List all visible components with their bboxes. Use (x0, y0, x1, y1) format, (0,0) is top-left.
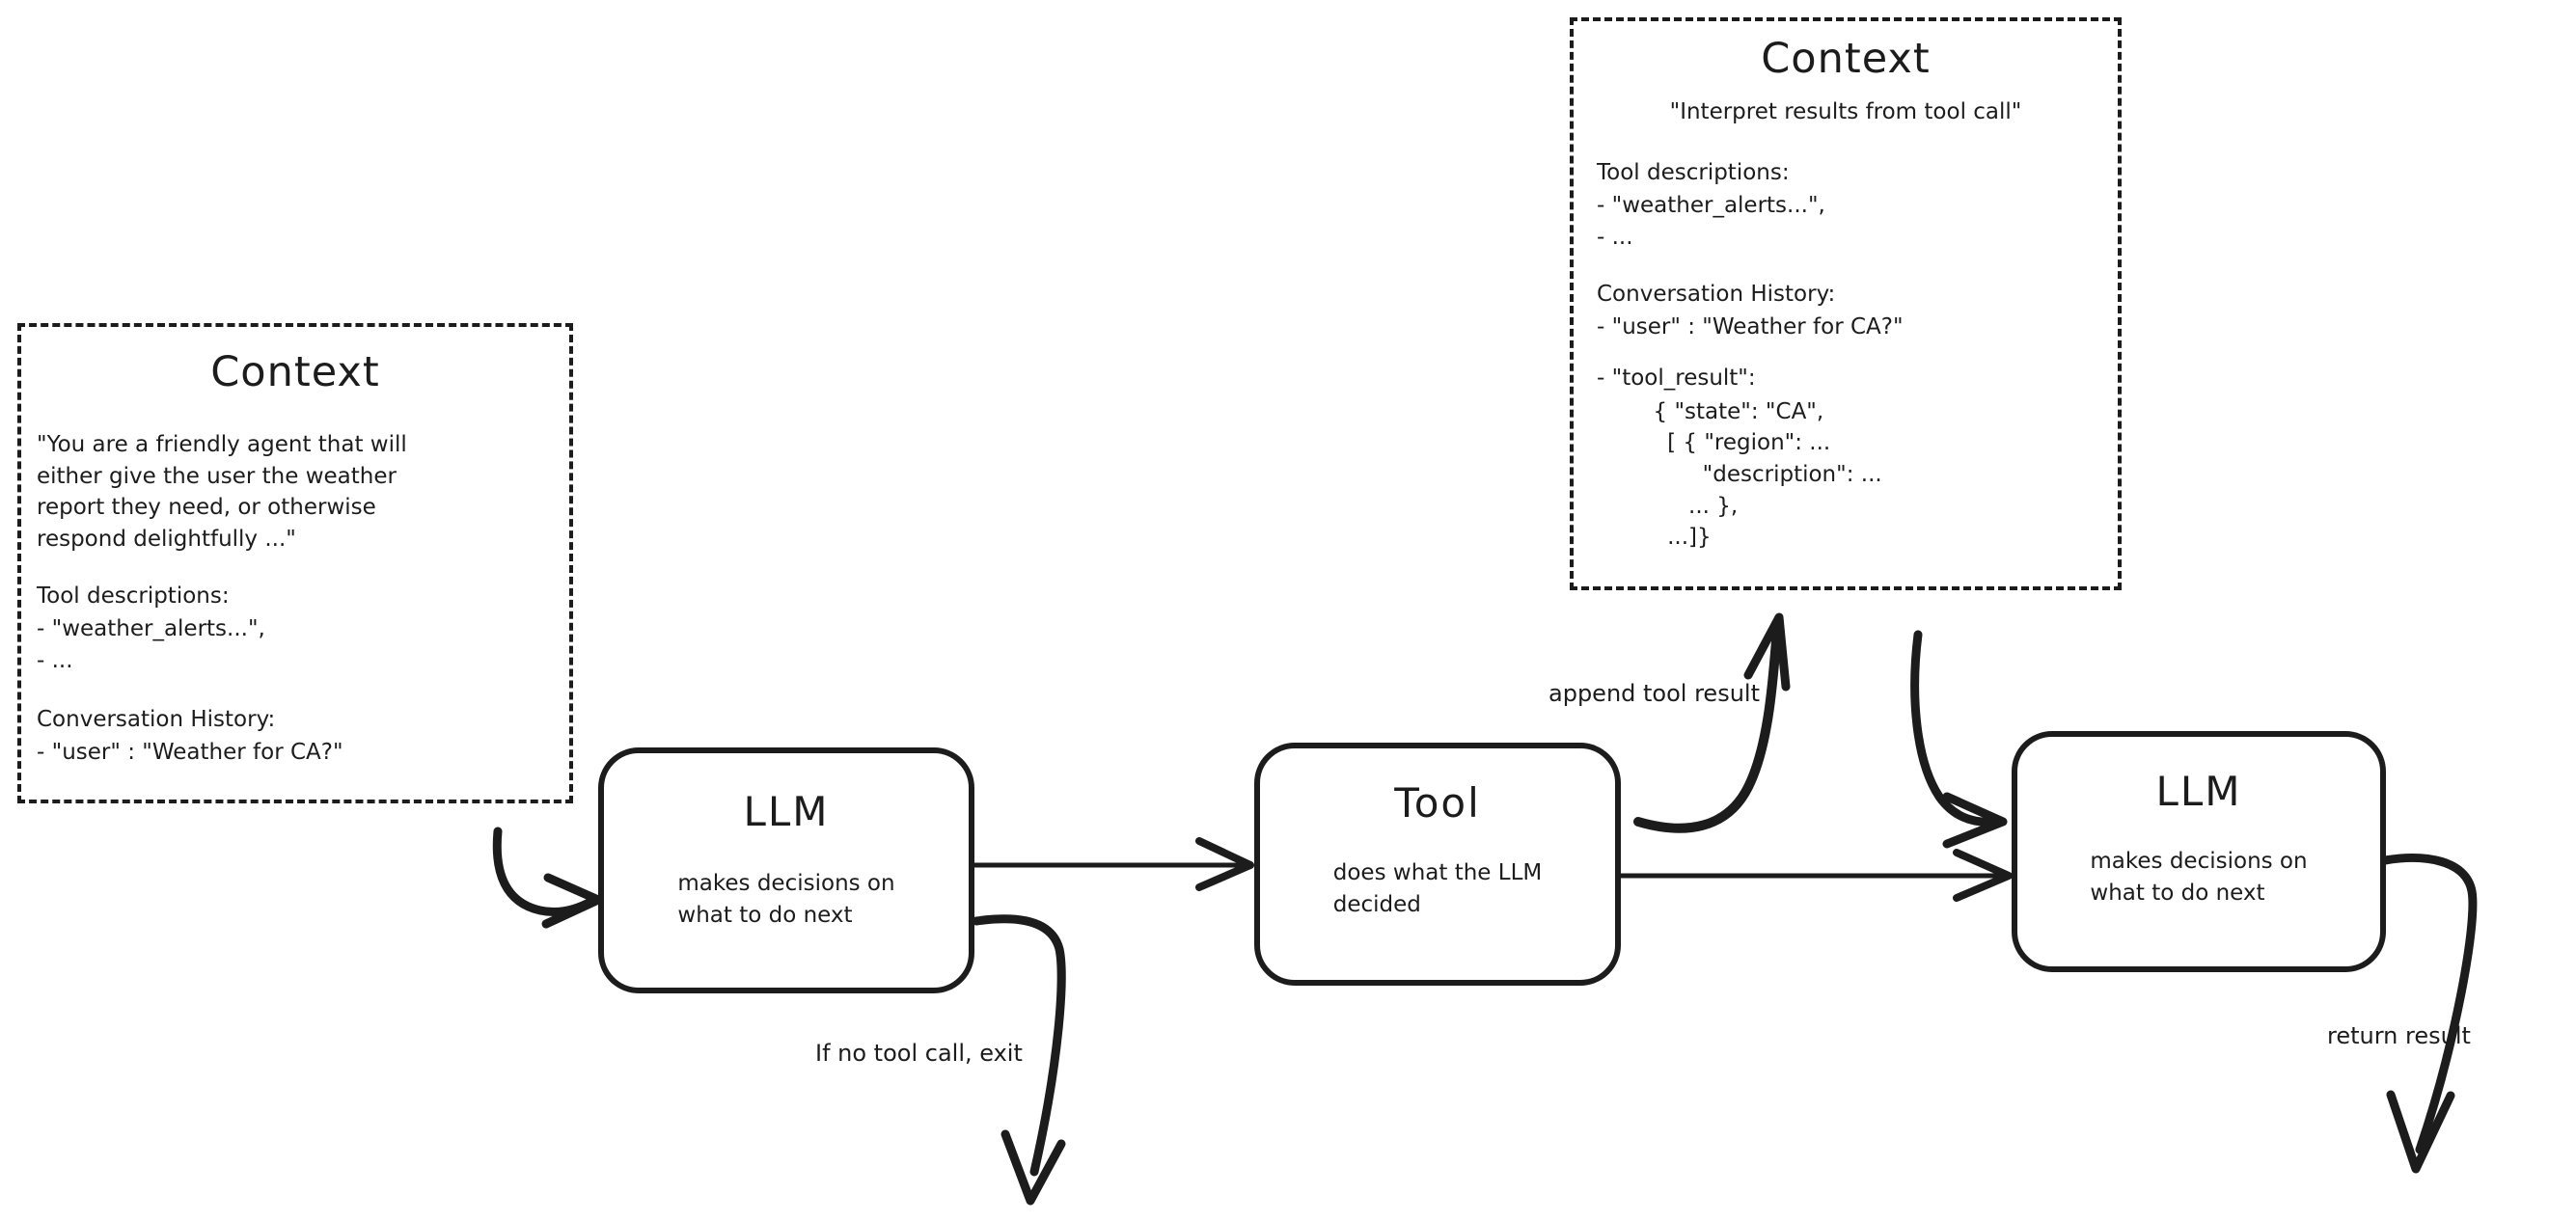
context-after-system-prompt: "Interpret results from tool call" (1669, 99, 2022, 124)
node-llm-first[interactable]: LLM makes decisions on what to do next (598, 747, 974, 993)
node-tool[interactable]: Tool does what the LLM decided (1254, 743, 1621, 986)
edge-llm1-to-tool (969, 837, 1254, 891)
context-initial-title: Context (210, 348, 380, 396)
context-after-tool-result-label: - "tool_result": (1597, 365, 1756, 391)
edge-label-append-tool-result: append tool result (1548, 680, 1760, 707)
node-tool-title: Tool (1394, 779, 1481, 827)
context-initial-tools-heading: Tool descriptions: (37, 583, 230, 609)
node-llm-first-subtitle: makes decisions on what to do next (677, 871, 895, 929)
edge-context-to-llm1 (492, 827, 603, 929)
context-initial-conversation-items: - "user" : "Weather for CA?" (37, 740, 343, 766)
context-after-tool-result-body: { "state": "CA", [ { "region": ... "desc… (1653, 398, 1882, 551)
context-after-tools-items: - "weather_alerts...", - ... (1597, 193, 1825, 250)
context-box-after-tool: Context "Interpret results from tool cal… (1570, 17, 2122, 590)
edge-context2-to-llm2 (1910, 630, 2008, 849)
node-llm-second[interactable]: LLM makes decisions on what to do next (2012, 731, 2386, 972)
context-after-conversation-items: - "user" : "Weather for CA?" (1597, 314, 1904, 340)
context-initial-conversation-heading: Conversation History: (37, 706, 276, 732)
context-after-title: Context (1761, 35, 1931, 83)
node-llm-first-title: LLM (743, 788, 830, 835)
context-after-conversation-heading: Conversation History: (1597, 281, 1836, 307)
edge-tool-to-llm2 (1618, 849, 2013, 902)
edge-label-return-result: return result (2327, 1022, 2471, 1049)
context-initial-tools-items: - "weather_alerts...", - ... (37, 616, 265, 673)
edge-llm2-return (2380, 854, 2478, 1174)
edge-label-exit: If no tool call, exit (815, 1040, 1023, 1067)
context-initial-system-prompt: "You are a friendly agent that will eith… (37, 432, 407, 552)
context-after-tools-heading: Tool descriptions: (1597, 159, 1790, 185)
node-tool-subtitle: does what the LLM decided (1332, 860, 1543, 918)
context-box-initial: Context "You are a friendly agent that w… (17, 323, 573, 803)
node-llm-second-subtitle: makes decisions on what to do next (2090, 849, 2308, 907)
node-llm-second-title: LLM (2155, 768, 2242, 815)
edge-tool-append-result (1633, 612, 1791, 833)
